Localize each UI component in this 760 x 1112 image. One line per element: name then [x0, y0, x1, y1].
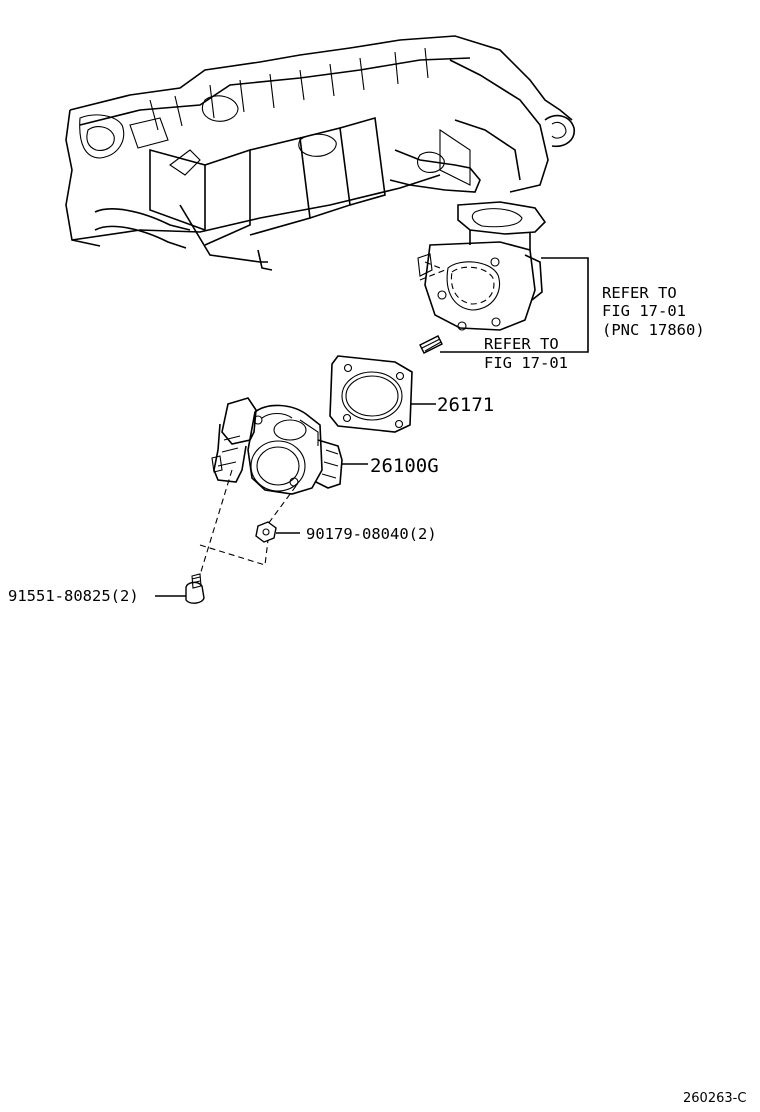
intake-connector — [417, 201, 589, 353]
refer-upper-line2: FIG 17-01 — [602, 302, 686, 320]
drawing-id: 260263-C — [683, 1091, 746, 1106]
throttle-body-26100G — [211, 397, 368, 495]
refer-upper-line3: (PNC 17860) — [602, 321, 705, 339]
part-label-gasket: 26171 — [437, 394, 494, 416]
engine-intake-manifold — [65, 35, 575, 271]
part-label-throttle-body: 26100G — [370, 455, 439, 477]
refer-lower-line2: FIG 17-01 — [484, 354, 568, 372]
refer-upper-line1: REFER TO — [602, 284, 677, 302]
refer-lower-line1: REFER TO — [484, 335, 559, 353]
nut-90179-08040 — [255, 521, 300, 543]
assembly-dashed-lines — [199, 469, 297, 576]
part-label-bolt: 91551-80825(2) — [8, 587, 139, 605]
part-label-nut: 90179-08040(2) — [306, 525, 437, 543]
stud-bolt — [419, 335, 443, 354]
gasket-26171 — [329, 355, 436, 433]
bolt-91551-80825 — [155, 573, 205, 604]
labels: REFER TO FIG 17-01 (PNC 17860) REFER TO … — [8, 284, 746, 1106]
